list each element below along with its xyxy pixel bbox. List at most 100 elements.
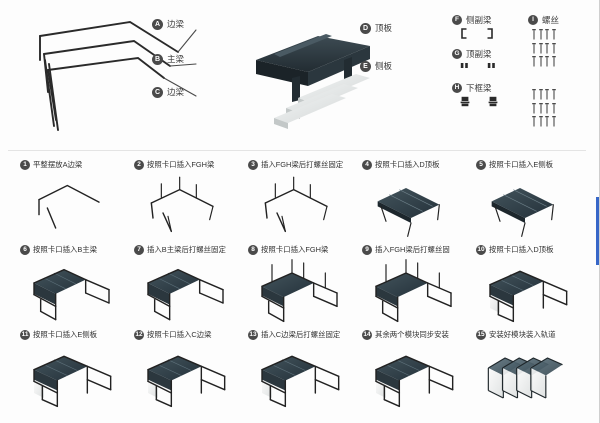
legend-column-left: F 侧副梁 G 顶副梁 xyxy=(452,14,528,116)
step-description: 插入FGH梁后打螺丝固定 xyxy=(261,160,344,170)
legend-icons-g xyxy=(460,62,528,77)
foot-bracket-mirrored-icon xyxy=(488,96,498,107)
beam-label-a-text: 边梁 xyxy=(167,19,185,29)
section-divider xyxy=(8,150,586,151)
beam-strut-1 xyxy=(44,59,55,127)
step-number-badge: 12 xyxy=(134,330,144,340)
screw-grid-top xyxy=(532,29,592,67)
step-illustration xyxy=(132,343,244,413)
screw-icon xyxy=(532,89,536,100)
beam-c-path xyxy=(47,57,165,79)
beam-label-b-text: 主梁 xyxy=(167,54,185,64)
step-illustration xyxy=(246,173,358,243)
top-panel-shape xyxy=(256,34,370,102)
screw-icon xyxy=(538,89,543,100)
step-description: 插入B主梁后打螺丝固定 xyxy=(147,245,226,255)
step-illustration xyxy=(474,343,586,413)
bracket-c-mirrored-icon xyxy=(487,28,493,39)
step-illustration xyxy=(360,258,472,328)
scrollbar-thumb[interactable] xyxy=(596,197,599,265)
step-number-badge: 5 xyxy=(476,160,486,170)
legend-item-i: I 螺丝 xyxy=(528,14,592,67)
step-description: 插入FGH梁后打螺丝固 xyxy=(375,245,450,255)
beam-diagram xyxy=(18,8,248,138)
step-illustration xyxy=(474,258,586,328)
beam-strut-2 xyxy=(48,63,59,131)
screw-row xyxy=(532,42,592,54)
legend-badge-g: G xyxy=(452,49,462,59)
step-description: 按照卡口插入C边梁 xyxy=(147,330,212,340)
step-description: 安装好模块装入轨道 xyxy=(489,330,556,340)
panel-label-e-text: 侧板 xyxy=(375,61,393,71)
clip-small-mirrored-icon xyxy=(487,63,495,68)
beam-label-a: A 边梁 xyxy=(152,18,184,30)
screw-icon xyxy=(538,56,543,67)
step-description: 按照卡口插入FGH梁 xyxy=(261,245,329,255)
step-illustration xyxy=(246,258,358,328)
screw-icon xyxy=(532,42,536,53)
clip-small-icon xyxy=(460,63,468,68)
step-illustration xyxy=(18,343,130,413)
screw-icon xyxy=(532,56,536,67)
screw-icon xyxy=(538,102,543,113)
panel-diagram xyxy=(252,12,382,130)
legend-head-h: H 下框梁 xyxy=(452,82,528,94)
screw-icon xyxy=(551,29,556,40)
screw-row xyxy=(532,102,592,114)
side-panel-shapes xyxy=(274,74,370,129)
step-number-badge: 6 xyxy=(20,245,30,255)
screw-icon xyxy=(538,116,543,127)
step-number-badge: 10 xyxy=(476,245,486,255)
legend-head-g: G 顶副梁 xyxy=(452,48,528,60)
legend-column-right: I 螺丝 xyxy=(528,14,592,127)
step-illustration xyxy=(18,173,130,243)
leader-line-c xyxy=(163,77,197,97)
panel-badge-d: D xyxy=(360,22,371,34)
legend-item-h: H 下框梁 xyxy=(452,82,528,111)
legend-badge-i: I xyxy=(528,15,538,25)
legend-label-f: 侧副梁 xyxy=(466,15,492,25)
legend-icons-f xyxy=(460,28,528,43)
legend-badge-f: F xyxy=(452,15,462,25)
legend-badge-h: H xyxy=(452,83,462,93)
legend-item-f: F 侧副梁 xyxy=(452,14,528,43)
step-description: 按照卡口插入D顶板 xyxy=(375,160,440,170)
panel-label-d-text: 顶板 xyxy=(375,23,393,33)
panel-label-list: D 顶板 E 侧板 xyxy=(360,14,440,124)
screw-icon xyxy=(551,102,556,113)
screw-grid-bottom xyxy=(532,89,592,127)
step-illustration xyxy=(132,258,244,328)
legend-label-g: 顶副梁 xyxy=(466,49,492,59)
beam-badge-c: C xyxy=(152,86,163,98)
step-illustration xyxy=(132,173,244,243)
step-number-badge: 3 xyxy=(248,160,258,170)
screw-icon xyxy=(551,56,556,67)
screw-row xyxy=(532,116,592,127)
screw-icon xyxy=(545,42,549,53)
screw-icon xyxy=(545,89,549,100)
screw-row xyxy=(532,56,592,67)
step-description: 按照卡口插入E侧板 xyxy=(33,330,98,340)
step-number-badge: 9 xyxy=(362,245,372,255)
beam-badge-b: B xyxy=(152,53,163,65)
screw-icon xyxy=(545,56,549,67)
